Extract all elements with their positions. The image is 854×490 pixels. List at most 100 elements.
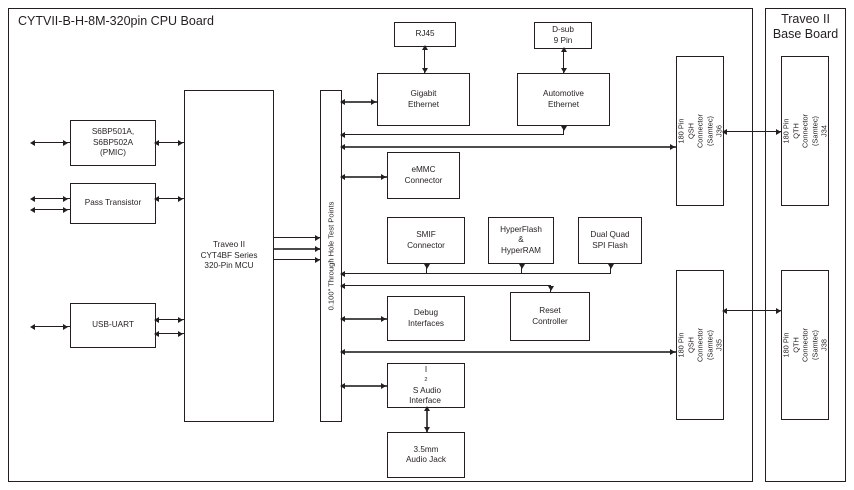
- block-automotive-ethernet[interactable]: Automotive Ethernet: [517, 73, 610, 126]
- wire-j35-j38: [724, 310, 781, 312]
- block-emmc-connector-label: eMMC Connector: [404, 165, 443, 185]
- arrow-bus-j35-right: [670, 348, 675, 355]
- block-gigabit-ethernet[interactable]: Gigabit Ethernet: [377, 73, 470, 126]
- block-reset-controller-label: Reset Controller: [532, 306, 568, 326]
- arrow-i2s-jack-down: [423, 427, 430, 432]
- arrow-tp-gigabit-right: [371, 98, 376, 105]
- block-pmic[interactable]: S6BP501A, S6BP502A (PMIC): [70, 120, 156, 166]
- block-pass-transistor[interactable]: Pass Transistor: [70, 183, 156, 224]
- wire-mcu-tp-2: [274, 248, 320, 250]
- arrow-pass-left-1-out: [30, 195, 35, 202]
- arrow-bus-reset-left: [340, 282, 345, 289]
- arrow-pass-mcu-right: [178, 195, 183, 202]
- bus-tp-to-qsh-j35: [342, 351, 676, 353]
- block-dual-quad-spi-flash[interactable]: Dual Quad SPI Flash: [578, 217, 642, 264]
- block-gigabit-ethernet-label: Gigabit Ethernet: [408, 89, 439, 109]
- arrow-tp-gigabit-left: [340, 98, 345, 105]
- block-emmc-connector[interactable]: eMMC Connector: [387, 152, 460, 199]
- block-mcu[interactable]: Traveo II CYT4BF Series 320-Pin MCU: [184, 90, 274, 422]
- block-dual-quad-spi-flash-label: Dual Quad SPI Flash: [590, 230, 630, 250]
- wire-tp-emmc: [342, 176, 387, 178]
- arrow-reset-down: [547, 286, 554, 291]
- wire-pass-mcu: [156, 198, 184, 200]
- arrow-bus-j36-right: [670, 143, 675, 150]
- arrow-usbuart-left-out: [30, 323, 35, 330]
- arrow-tp-i2s-left: [340, 382, 345, 389]
- arrow-tp-debug-right: [381, 315, 386, 322]
- block-dsub-9pin[interactable]: D-sub 9 Pin: [534, 22, 592, 49]
- block-hyperflash-hyperram[interactable]: HyperFlash & HyperRAM: [488, 217, 554, 264]
- block-hyperflash-hyperram-label: HyperFlash & HyperRAM: [500, 224, 542, 255]
- wire-dsub-autoeth: [563, 49, 565, 73]
- arrow-j36-j34-left: [722, 128, 727, 135]
- arrow-usbuart-mcu-1-right: [178, 316, 183, 323]
- arrow-tp-emmc-left: [340, 173, 345, 180]
- arrow-dsub-up: [560, 47, 567, 52]
- arrow-pass-left-1-in: [63, 195, 68, 202]
- arrow-usbuart-mcu-2-right: [178, 330, 183, 337]
- arrow-pmic-mcu-left: [154, 139, 159, 146]
- block-automotive-ethernet-label: Automotive Ethernet: [543, 89, 584, 109]
- block-debug-interfaces-label: Debug Interfaces: [408, 308, 444, 328]
- block-pmic-label: S6BP501A, S6BP502A (PMIC): [91, 127, 135, 158]
- wire-usbuart-mcu-1: [156, 319, 184, 321]
- wire-pass-left-2: [33, 209, 70, 211]
- block-test-points-label: 0.100" Through Hole Test Points: [326, 201, 336, 311]
- arrow-j35-j38-left: [722, 307, 727, 314]
- wire-j36-j34: [724, 131, 781, 133]
- arrow-autoeth-down: [560, 68, 567, 73]
- arrow-usbuart-mcu-1-left: [154, 316, 159, 323]
- arrow-mcu-tp-1: [315, 234, 320, 241]
- arrow-tp-debug-left: [340, 315, 345, 322]
- connector-qsh-j36[interactable]: 180 Pin QSH Connector (Samtec) J36: [676, 56, 724, 206]
- connector-qth-j34[interactable]: 180 Pin QTH Connector (Samtec) J34: [781, 56, 829, 206]
- connector-qth-j38-label: 180 Pin QTH Connector (Samtec) J38: [781, 327, 829, 363]
- arrow-tp-i2s-right: [381, 382, 386, 389]
- panel-base-board-title: Traveo II Base Board: [772, 12, 839, 41]
- bus-memory-row: [342, 273, 611, 275]
- wire-pmic-left: [33, 142, 70, 144]
- block-test-points[interactable]: 0.100" Through Hole Test Points: [320, 90, 342, 422]
- wire-tp-debug: [342, 318, 387, 320]
- block-audio-jack[interactable]: 3.5mm Audio Jack: [387, 432, 465, 478]
- block-rj45[interactable]: RJ45: [394, 22, 456, 47]
- arrow-bus-j36-left: [340, 143, 345, 150]
- wire-tp-i2s: [342, 385, 387, 387]
- wire-usbuart-left: [33, 326, 70, 328]
- i2s-prefix: I: [424, 364, 428, 374]
- block-audio-jack-label: 3.5mm Audio Jack: [405, 444, 447, 465]
- panel-cpu-board-title: CYTVII-B-H-8M-320pin CPU Board: [18, 14, 214, 28]
- arrow-pass-left-2-in: [63, 206, 68, 213]
- block-rj45-label: RJ45: [415, 29, 435, 39]
- block-smif-connector[interactable]: SMIF Connector: [387, 217, 465, 264]
- connector-qth-j38[interactable]: 180 Pin QTH Connector (Samtec) J38: [781, 270, 829, 420]
- block-reset-controller[interactable]: Reset Controller: [510, 292, 590, 341]
- arrow-pass-mcu-left: [154, 195, 159, 202]
- arrow-pass-left-2-out: [30, 206, 35, 213]
- arrow-dualquad-down: [607, 264, 614, 269]
- bus-autoeth-horizontal: [342, 134, 564, 136]
- connector-qsh-j35-label: 180 Pin QSH Connector (Samtec) J35: [676, 327, 724, 363]
- arrow-usbuart-left-in: [63, 323, 68, 330]
- connector-qth-j34-label: 180 Pin QTH Connector (Samtec) J34: [781, 113, 829, 149]
- wire-i2s-jack: [426, 408, 428, 432]
- arrow-mcu-tp-3: [315, 256, 320, 263]
- arrow-usbuart-mcu-2-left: [154, 330, 159, 337]
- arrow-gigabit-down: [421, 68, 428, 73]
- arrow-hyperflash-down: [518, 264, 525, 269]
- block-mcu-label: Traveo II CYT4BF Series 320-Pin MCU: [200, 240, 258, 271]
- arrow-j35-j38-right: [776, 307, 781, 314]
- arrow-i2s-jack-up: [423, 406, 430, 411]
- connector-qsh-j36-label: 180 Pin QSH Connector (Samtec) J36: [676, 113, 724, 149]
- block-debug-interfaces[interactable]: Debug Interfaces: [387, 296, 465, 341]
- block-dsub-9pin-label: D-sub 9 Pin: [552, 25, 574, 45]
- wire-pass-left-1: [33, 198, 70, 200]
- wire-pmic-mcu: [156, 142, 184, 144]
- wire-mcu-tp-1: [274, 237, 320, 239]
- i2s-superscript: 2: [424, 377, 428, 383]
- arrow-smif-down: [423, 264, 430, 269]
- block-usb-uart[interactable]: USB-UART: [70, 303, 156, 348]
- connector-qsh-j35[interactable]: 180 Pin QSH Connector (Samtec) J35: [676, 270, 724, 420]
